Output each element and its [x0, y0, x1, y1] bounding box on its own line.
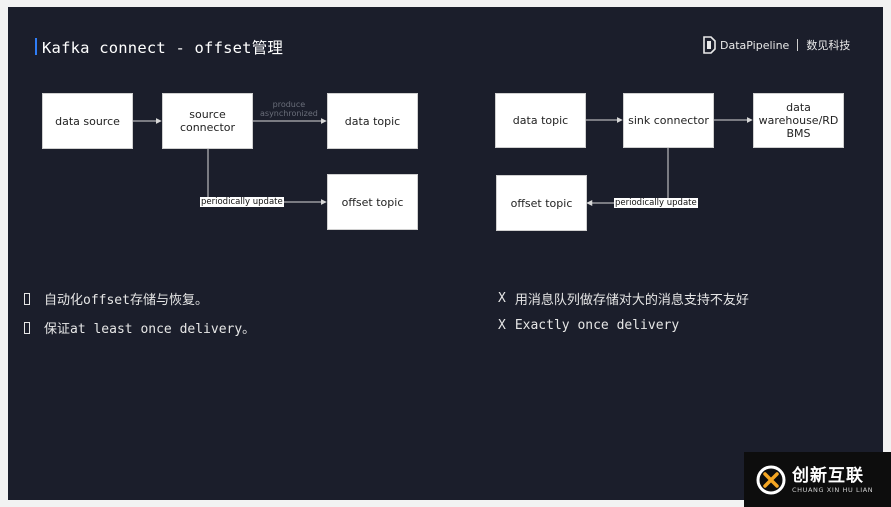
box-sink-connector-label: sink connector	[628, 114, 709, 127]
box-data-topic-left-label: data topic	[344, 114, 401, 128]
box-data-source: data source	[42, 93, 133, 149]
slide-title: Kafka connect - offset管理	[42, 39, 284, 57]
box-data-topic-right-label: data topic	[512, 114, 569, 127]
box-offset-topic-left: offset topic	[327, 174, 418, 230]
con-item-2-text: Exactly once delivery	[514, 318, 680, 333]
x-mark-icon: X	[498, 291, 506, 306]
box-source-connector-label-2: connector	[179, 121, 236, 134]
pro-item-1: 自动化offset存储与恢复。	[24, 289, 208, 308]
con-item-1: X 用消息队列做存储对大的消息支持不友好	[498, 289, 749, 308]
box-offset-topic-right: offset topic	[496, 175, 587, 231]
box-warehouse-label-3: BMS	[786, 127, 811, 140]
checkbox-icon	[24, 321, 30, 334]
pro-item-1-text: 自动化offset存储与恢复。	[44, 293, 208, 308]
label-periodically-update-left: periodically update	[200, 197, 284, 207]
box-data-topic-left: data topic	[327, 93, 418, 149]
checkbox-icon	[24, 292, 30, 305]
datapipeline-logo: DataPipeline 数见科技	[702, 36, 850, 54]
brand-en: CHUANG XIN HU LIAN	[792, 485, 874, 494]
arrow-connector-to-offsettopic	[207, 149, 327, 205]
label-produce-async: produce asynchronized	[260, 100, 318, 118]
brand-logo-icon	[756, 465, 786, 494]
box-offset-topic-left-label: offset topic	[341, 195, 404, 209]
title-accent-bar	[35, 38, 37, 55]
datapipeline-logo-icon	[703, 36, 716, 54]
box-source-connector-label-1: source	[189, 108, 226, 121]
box-warehouse-label-1: data	[786, 101, 811, 114]
slide: Kafka connect - offset管理 DataPipeline 数见…	[8, 7, 883, 500]
box-sink-connector: sink connector	[623, 93, 714, 148]
box-data-source-label: data source	[55, 114, 120, 128]
con-item-1-text: 用消息队列做存储对大的消息支持不友好	[514, 293, 749, 308]
logo-name: DataPipeline	[720, 38, 790, 52]
box-source-connector: source connector	[162, 93, 253, 149]
watermark-brand: 创新互联 CHUANG XIN HU LIAN	[744, 452, 891, 507]
pro-item-2-text: 保证at least once delivery。	[44, 322, 256, 337]
x-mark-icon: X	[498, 318, 506, 333]
label-asynchronized: asynchronized	[260, 109, 318, 118]
box-warehouse-label-2: warehouse/RD	[758, 114, 839, 127]
logo-divider	[797, 39, 799, 51]
box-data-topic-right: data topic	[495, 93, 586, 148]
label-produce: produce	[272, 100, 306, 109]
label-periodically-update-right: periodically update	[614, 198, 698, 208]
box-data-warehouse: data warehouse/RD BMS	[753, 93, 844, 148]
arrow-sink-to-offsettopic	[586, 148, 669, 206]
pro-item-2: 保证at least once delivery。	[24, 318, 255, 337]
diagram-connectors	[133, 117, 753, 206]
logo-cn: 数见科技	[806, 39, 851, 52]
brand-cn: 创新互联	[792, 465, 864, 486]
con-item-2: X Exactly once delivery	[498, 318, 679, 333]
box-offset-topic-right-label: offset topic	[510, 196, 573, 210]
